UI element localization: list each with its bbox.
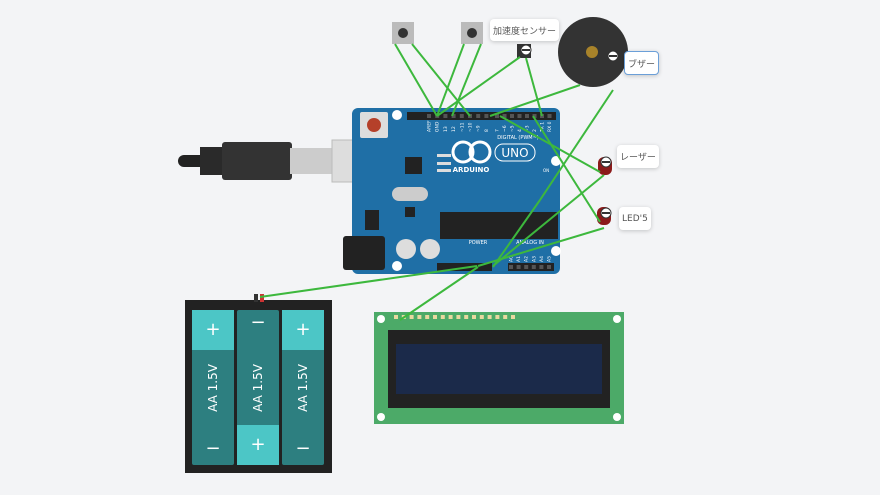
- analog-pin-label: A2: [524, 256, 530, 262]
- digital-pin-label: GND: [435, 121, 441, 132]
- digital-pin[interactable]: [510, 114, 514, 118]
- analog-pin[interactable]: [531, 265, 536, 269]
- led-5[interactable]: [597, 207, 612, 225]
- analog-label: ANALOG IN: [516, 240, 544, 246]
- accelerometer-tooltip[interactable]: 加速度センサー: [490, 19, 560, 41]
- digital-pin[interactable]: [495, 114, 499, 118]
- digital-pin-label: ~3: [525, 125, 531, 132]
- lcd-pin[interactable]: [495, 315, 500, 319]
- plus-terminal: +: [250, 434, 266, 455]
- laser-tooltip[interactable]: レーザー: [617, 145, 659, 168]
- lcd-pin[interactable]: [394, 315, 398, 319]
- on-label: ON: [543, 168, 549, 173]
- lcd-pin[interactable]: [456, 315, 461, 319]
- minus-terminal: −: [295, 438, 311, 459]
- battery-cell-2: − AA 1.5V +: [237, 310, 279, 465]
- digital-pin[interactable]: [451, 114, 456, 118]
- digital-pin[interactable]: [443, 114, 448, 118]
- digital-pin[interactable]: [525, 114, 529, 118]
- digital-pin-label: 13: [443, 126, 449, 132]
- lcd-pin[interactable]: [479, 315, 484, 319]
- accelerometer-sensor[interactable]: [517, 44, 532, 58]
- led-tooltip[interactable]: LED'5: [619, 207, 651, 230]
- push-button-1[interactable]: [392, 22, 414, 44]
- digital-pin-label: 7: [495, 129, 501, 132]
- digital-pin[interactable]: [502, 114, 507, 118]
- digital-pin-label: AREF: [427, 120, 433, 132]
- analog-pin-label: A3: [531, 256, 537, 262]
- digital-pin-label: 12: [451, 126, 457, 132]
- analog-pin-label: A5: [547, 256, 553, 262]
- digital-pin[interactable]: [476, 114, 481, 118]
- analog-pin-label: A0: [509, 256, 515, 262]
- battery-cell-3: + AA 1.5V −: [282, 310, 324, 465]
- minus-terminal: −: [250, 312, 266, 333]
- digital-pin-label: ~9: [476, 125, 482, 132]
- cell-label: AA 1.5V: [206, 363, 220, 412]
- lcd-pin[interactable]: [417, 315, 422, 319]
- digital-pin-label: ~5: [510, 125, 516, 132]
- plus-terminal: +: [205, 319, 221, 340]
- analog-pin[interactable]: [547, 265, 551, 269]
- usb-cable[interactable]: [178, 139, 361, 183]
- lcd-pin[interactable]: [425, 315, 430, 319]
- digital-pin-label: ~6: [502, 125, 508, 132]
- cell-label: AA 1.5V: [296, 363, 310, 412]
- arduino-model: UNO: [501, 146, 528, 160]
- digital-pin-label: RX 0: [547, 121, 553, 132]
- digital-pin-label: 2: [532, 129, 538, 132]
- analog-pin[interactable]: [539, 265, 544, 269]
- plus-terminal: +: [295, 319, 311, 340]
- digital-pin-label: TX 1: [540, 122, 546, 133]
- analog-pin[interactable]: [524, 265, 529, 269]
- arduino-brand: ARDUINO: [453, 166, 490, 174]
- lcd-pin[interactable]: [409, 315, 414, 319]
- digital-pin[interactable]: [517, 114, 522, 118]
- lcd-pin[interactable]: [448, 315, 453, 319]
- digital-pin[interactable]: [459, 114, 464, 118]
- digital-pin-label: 8: [484, 129, 490, 132]
- lcd-pin[interactable]: [503, 315, 508, 319]
- push-button-2[interactable]: [461, 22, 483, 44]
- lcd-pin[interactable]: [464, 315, 469, 319]
- arduino-uno-board[interactable]: ARDUINO UNO DIGITAL (PWM~) ON POWER ANAL…: [343, 108, 561, 274]
- lcd-16x2[interactable]: [374, 312, 624, 424]
- lcd-pin[interactable]: [433, 315, 437, 319]
- lcd-pin[interactable]: [487, 315, 492, 319]
- minus-terminal: −: [205, 438, 221, 459]
- analog-pin[interactable]: [509, 265, 513, 269]
- buzzer[interactable]: [558, 17, 628, 87]
- analog-pin-label: A1: [516, 256, 522, 262]
- wires[interactable]: [259, 43, 614, 321]
- power-label: POWER: [469, 240, 488, 246]
- laser-led[interactable]: [598, 156, 612, 175]
- analog-pin[interactable]: [516, 265, 521, 269]
- lcd-pin[interactable]: [511, 315, 515, 319]
- digital-pin-label: ~10: [468, 122, 474, 132]
- digital-pin-label: 4: [517, 129, 523, 132]
- buzzer-tooltip[interactable]: ブザー: [624, 51, 660, 75]
- digital-pin[interactable]: [532, 114, 537, 118]
- digital-pin[interactable]: [427, 114, 431, 118]
- digital-pin-label: ~11: [459, 122, 465, 132]
- digital-pin[interactable]: [547, 114, 552, 118]
- digital-label: DIGITAL (PWM~): [497, 135, 539, 141]
- analog-pin-label: A4: [539, 256, 545, 262]
- lcd-pin[interactable]: [472, 315, 476, 319]
- battery-cell-1: + AA 1.5V −: [192, 310, 234, 465]
- lcd-pin[interactable]: [440, 315, 445, 319]
- digital-pin[interactable]: [484, 114, 489, 118]
- cell-label: AA 1.5V: [251, 363, 265, 412]
